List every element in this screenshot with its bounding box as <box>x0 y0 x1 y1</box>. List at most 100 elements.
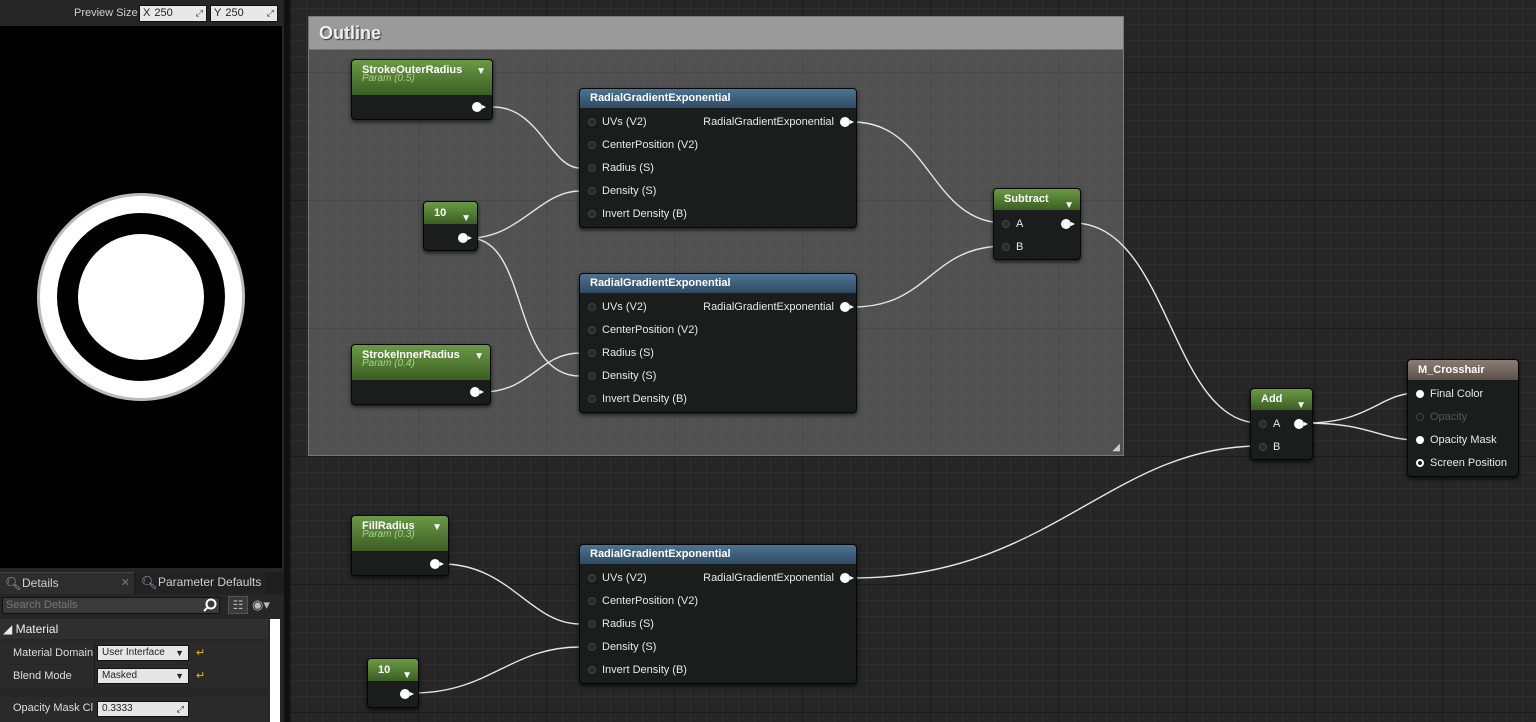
material-domain-dropdown[interactable]: User Interface ▼ <box>97 645 189 661</box>
output-pin-icon[interactable] <box>470 387 484 397</box>
output-pin-icon[interactable] <box>1294 419 1308 429</box>
input-pin-center[interactable]: CenterPosition (V2) <box>580 593 698 609</box>
pin-icon <box>588 574 596 582</box>
node-header: 10 ▼ <box>368 659 418 681</box>
input-pin-b[interactable]: B <box>994 239 1023 255</box>
output-pin-icon[interactable] <box>1061 219 1075 229</box>
pin-label: Radius (S) <box>602 347 654 359</box>
node-radial-gradient-1[interactable]: RadialGradientExponential RadialGradient… <box>579 88 857 228</box>
panel-splitter[interactable] <box>284 0 290 722</box>
output-pin-icon[interactable] <box>840 302 854 312</box>
collapse-triangle-icon[interactable]: ▼ <box>432 522 442 533</box>
pin-icon <box>588 187 596 195</box>
material-graph-canvas[interactable]: Outline ◢ StrokeOuterRadius Param (0.5) … <box>290 0 1536 722</box>
collapse-triangle-icon[interactable]: ▼ <box>461 213 471 224</box>
collapse-triangle-icon[interactable]: ▼ <box>1296 400 1306 411</box>
pin-icon <box>1416 413 1424 421</box>
node-stroke-inner-radius[interactable]: StrokeInnerRadius Param (0.4) ▼ <box>351 344 491 405</box>
input-pin-uvs[interactable]: UVs (V2) <box>580 299 647 315</box>
search-details-input[interactable]: Search Details <box>2 597 220 614</box>
node-result-m-crosshair[interactable]: M_Crosshair Final Color Opacity Opacity … <box>1407 359 1519 477</box>
pin-icon <box>1416 390 1424 398</box>
node-subtitle: Param (0.5) <box>362 73 415 84</box>
node-fill-radius[interactable]: FillRadius Param (0.3) ▼ <box>351 515 449 576</box>
pin-icon <box>588 141 596 149</box>
output-pin-icon[interactable] <box>840 117 854 127</box>
input-pin-invert[interactable]: Invert Density (B) <box>580 206 687 222</box>
input-pin-center[interactable]: CenterPosition (V2) <box>580 322 698 338</box>
output-pin-icon[interactable] <box>472 102 486 112</box>
resize-grip-icon[interactable]: ◢ <box>1112 442 1120 453</box>
tab-parameter-defaults[interactable]: 🔍︎ Parameter Defaults <box>136 572 266 594</box>
output-pin-icon[interactable] <box>840 573 854 583</box>
comment-title[interactable]: Outline <box>309 17 1123 50</box>
pin-label: Radius (S) <box>602 162 654 174</box>
input-pin-screen-position[interactable]: Screen Position <box>1408 455 1507 471</box>
reset-to-default-icon[interactable]: ↵ <box>196 647 206 659</box>
pin-icon <box>588 643 596 651</box>
node-subtract[interactable]: Subtract ▼ A B <box>993 188 1081 260</box>
input-pin-center[interactable]: CenterPosition (V2) <box>580 137 698 153</box>
input-pin-density[interactable]: Density (S) <box>580 183 656 199</box>
category-material[interactable]: ◢ Material <box>0 619 268 639</box>
output-pin-icon[interactable] <box>400 689 414 699</box>
tab-details[interactable]: 🔍︎ Details ✕ <box>0 572 134 594</box>
wire-rad3-to-add-b <box>852 445 1261 579</box>
input-pin-density[interactable]: Density (S) <box>580 368 656 384</box>
search-icon[interactable] <box>203 598 219 614</box>
collapse-triangle-icon[interactable]: ▼ <box>402 670 412 681</box>
collapse-triangle-icon[interactable]: ▼ <box>1064 200 1074 211</box>
node-constant-10-bottom[interactable]: 10 ▼ <box>367 658 419 708</box>
reset-to-default-icon[interactable]: ↵ <box>196 670 206 682</box>
input-pin-a[interactable]: A <box>994 216 1023 232</box>
node-constant-10[interactable]: 10 ▼ <box>423 201 478 251</box>
preview-size-label: Preview Size <box>74 7 138 19</box>
pin-label: A <box>1016 218 1024 230</box>
node-header: RadialGradientExponential <box>580 89 856 108</box>
pin-label: Opacity <box>1430 411 1468 423</box>
wire-rad1-to-sub-a <box>852 121 1006 224</box>
node-header: FillRadius Param (0.3) ▼ <box>352 516 448 551</box>
input-pin-uvs[interactable]: UVs (V2) <box>580 570 647 586</box>
drag-arrows-icon: ⤢ <box>195 8 203 18</box>
category-label: Material <box>15 622 59 636</box>
wire-add-to-final <box>1305 392 1418 424</box>
property-blend-mode: Blend Mode Masked ▼ ↵ <box>0 665 268 687</box>
property-label: Material Domain <box>13 647 94 659</box>
close-tab-icon[interactable]: ✕ <box>120 577 130 589</box>
visibility-eye-icon[interactable]: ◉▾ <box>252 597 270 612</box>
node-stroke-outer-radius[interactable]: StrokeOuterRadius Param (0.5) ▼ <box>351 59 493 120</box>
node-add[interactable]: Add ▼ A B <box>1250 388 1313 460</box>
node-header: 10 ▼ <box>424 202 477 224</box>
node-radial-gradient-2[interactable]: RadialGradientExponential RadialGradient… <box>579 273 857 413</box>
output-pin[interactable]: RadialGradientExponential <box>703 299 856 315</box>
blend-mode-dropdown[interactable]: Masked ▼ <box>97 668 189 684</box>
input-pin-opacity-mask[interactable]: Opacity Mask <box>1408 432 1497 448</box>
output-pin-icon[interactable] <box>430 559 444 569</box>
collapse-triangle-icon[interactable]: ▼ <box>474 351 484 362</box>
opacity-mask-clip-field[interactable]: 0.3333 ⤢ <box>97 701 189 717</box>
input-pin-density[interactable]: Density (S) <box>580 639 656 655</box>
input-pin-invert[interactable]: Invert Density (B) <box>580 391 687 407</box>
property-matrix-icon[interactable]: ☷ <box>228 596 248 614</box>
input-pin-uvs[interactable]: UVs (V2) <box>580 114 647 130</box>
details-scrollbar[interactable] <box>270 619 280 722</box>
input-pin-radius[interactable]: Radius (S) <box>580 160 654 176</box>
output-pin-icon[interactable] <box>458 233 472 243</box>
crosshair-preview-image <box>37 193 245 401</box>
input-pin-a[interactable]: A <box>1251 416 1280 432</box>
material-preview-viewport[interactable] <box>0 26 282 568</box>
input-pin-invert[interactable]: Invert Density (B) <box>580 662 687 678</box>
collapse-triangle-icon[interactable]: ▼ <box>476 66 486 77</box>
node-radial-gradient-3[interactable]: RadialGradientExponential RadialGradient… <box>579 544 857 684</box>
pin-icon <box>588 303 596 311</box>
property-material-domain: Material Domain User Interface ▼ ↵ <box>0 642 268 664</box>
input-pin-radius[interactable]: Radius (S) <box>580 616 654 632</box>
input-pin-b[interactable]: B <box>1251 439 1280 455</box>
output-pin[interactable]: RadialGradientExponential <box>703 114 856 130</box>
input-pin-radius[interactable]: Radius (S) <box>580 345 654 361</box>
input-pin-final-color[interactable]: Final Color <box>1408 386 1483 402</box>
output-pin[interactable]: RadialGradientExponential <box>703 570 856 586</box>
